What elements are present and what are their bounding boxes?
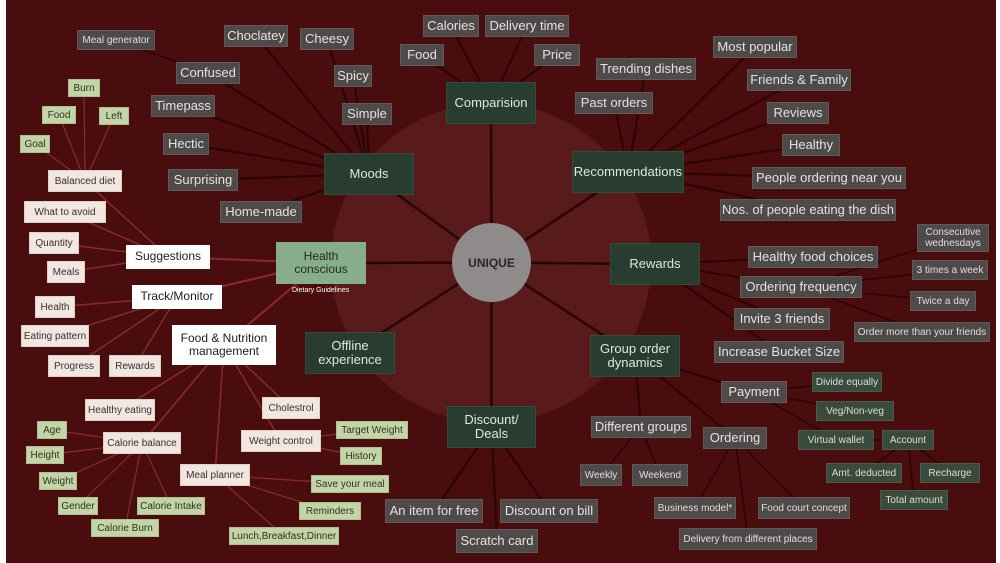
discount-bill[interactable]: Discount on bill xyxy=(500,499,598,523)
reward-three-times[interactable]: 3 times a week xyxy=(912,260,988,280)
mood-timepass[interactable]: Timepass xyxy=(151,95,215,117)
hub-health-conscious[interactable]: Health conscious xyxy=(276,242,366,284)
discount-scratch-card[interactable]: Scratch card xyxy=(456,529,538,553)
hub-group-order[interactable]: Group order dynamics xyxy=(590,335,680,377)
reward-more-than-friends[interactable]: Order more than your friends xyxy=(854,322,990,342)
mood-home-made[interactable]: Home-made xyxy=(220,201,302,223)
compare-calories[interactable]: Calories xyxy=(423,15,479,37)
group-different-groups[interactable]: Different groups xyxy=(591,416,691,438)
mood-choclatey[interactable]: Choclatey xyxy=(224,25,288,47)
group-delivery-places[interactable]: Delivery from different places xyxy=(679,528,817,550)
connector-health-suggestions-health-balanced-diet xyxy=(84,180,169,258)
reward-twice[interactable]: Twice a day xyxy=(910,291,976,311)
health-history[interactable]: History xyxy=(340,447,382,465)
dietary-guidelines-label: Dietary Guidelines xyxy=(292,287,350,294)
health-calorie-burn[interactable]: Calorie Burn xyxy=(91,519,159,537)
rec-past-orders[interactable]: Past orders xyxy=(575,92,653,114)
mood-cheesy[interactable]: Cheesy xyxy=(300,28,354,50)
discount-item-free[interactable]: An item for free xyxy=(385,499,483,523)
health-gender[interactable]: Gender xyxy=(58,497,98,515)
group-total-amount[interactable]: Total amount xyxy=(880,490,948,510)
health-meal-planner[interactable]: Meal planner xyxy=(180,464,250,486)
rec-friends[interactable]: Friends & Family xyxy=(747,69,851,91)
rec-trending[interactable]: Trending dishes xyxy=(596,58,696,80)
connector-health-food-nutrition-health-meal-planner xyxy=(214,344,225,476)
compare-food[interactable]: Food xyxy=(400,44,444,66)
health-weight[interactable]: Weight xyxy=(39,472,77,490)
rec-healthy[interactable]: Healthy xyxy=(782,134,840,156)
health-height[interactable]: Height xyxy=(26,446,64,464)
connector-hub-moods-mood-choclatey xyxy=(255,35,370,175)
health-progress[interactable]: Progress xyxy=(48,355,100,377)
connector-group-ordering-group-business-model xyxy=(694,437,736,509)
group-amt-deducted[interactable]: Amt. deducted xyxy=(826,463,902,483)
group-food-court[interactable]: Food court concept xyxy=(758,497,850,519)
health-rewards[interactable]: Rewards xyxy=(109,355,161,377)
group-ordering[interactable]: Ordering xyxy=(703,427,767,449)
connector-group-ordering-group-food-court xyxy=(734,437,805,509)
center-node-unique[interactable]: UNIQUE xyxy=(452,223,531,302)
mood-confused[interactable]: Confused xyxy=(176,62,240,84)
connector-group-ordering-group-delivery-places xyxy=(734,437,749,540)
group-veg[interactable]: Veg/Non-veg xyxy=(816,401,894,421)
compare-delivery-time[interactable]: Delivery time xyxy=(485,15,569,37)
rec-reviews[interactable]: Reviews xyxy=(767,102,829,124)
health-meals[interactable]: Meals xyxy=(47,261,85,283)
health-what-avoid[interactable]: What to avoid xyxy=(24,201,106,223)
mood-spicy[interactable]: Spicy xyxy=(334,65,372,87)
health-save-meal[interactable]: Save your meal xyxy=(311,475,389,493)
health-burn[interactable]: Burn xyxy=(68,79,100,97)
health-health-item[interactable]: Health xyxy=(35,296,75,318)
health-cholestrol[interactable]: Cholestrol xyxy=(262,397,320,419)
health-suggestions[interactable]: Suggestions xyxy=(126,245,210,269)
mood-meal-generator[interactable]: Meal generator xyxy=(77,30,155,50)
health-target-weight[interactable]: Target Weight xyxy=(336,421,408,439)
hub-offline[interactable]: Offline experience xyxy=(305,332,395,374)
connector-health-calorie-balance-health-calorie-burn xyxy=(124,442,143,529)
health-calorie-balance[interactable]: Calorie balance xyxy=(103,432,181,454)
reward-ordering-frequency[interactable]: Ordering frequency xyxy=(740,276,862,298)
hub-discount[interactable]: Discount/ Deals xyxy=(447,406,536,448)
reward-healthy-choices[interactable]: Healthy food choices xyxy=(748,246,878,268)
health-reminders[interactable]: Reminders xyxy=(299,502,361,520)
group-weekend[interactable]: Weekend xyxy=(632,464,688,486)
group-weekly[interactable]: Weekly xyxy=(580,464,622,486)
health-food[interactable]: Food xyxy=(42,106,76,124)
mind-map-canvas: UNIQUE Moods Comparision Recommendations… xyxy=(6,0,996,563)
mood-surprising[interactable]: Surprising xyxy=(168,169,238,191)
rec-most-popular[interactable]: Most popular xyxy=(713,36,797,58)
health-food-nutrition[interactable]: Food & Nutrition management xyxy=(172,325,276,365)
health-weight-control[interactable]: Weight control xyxy=(241,430,321,452)
health-calorie-intake[interactable]: Calorie Intake xyxy=(137,497,205,515)
hub-rewards[interactable]: Rewards xyxy=(610,243,700,285)
reward-consecutive[interactable]: Consecutive wednesdays xyxy=(917,224,989,252)
group-business-model[interactable]: Business model* xyxy=(654,497,736,519)
mood-simple[interactable]: Simple xyxy=(342,103,392,125)
health-left[interactable]: Left xyxy=(99,107,129,125)
hub-recommendations[interactable]: Recommendations xyxy=(572,151,684,193)
rec-nos-people[interactable]: Nos. of people eating the dish xyxy=(720,199,896,221)
health-goal[interactable]: Goal xyxy=(20,135,50,153)
health-lunch[interactable]: Lunch,Breakfast,Dinner xyxy=(229,527,339,545)
health-eating-pattern[interactable]: Eating pattern xyxy=(21,325,89,347)
group-account[interactable]: Account xyxy=(882,430,934,450)
group-recharge[interactable]: Recharge xyxy=(920,463,980,483)
group-virtual-wallet[interactable]: Virtual wallet xyxy=(798,430,874,450)
connector-health-balanced-diet-health-burn xyxy=(83,87,86,182)
health-track-monitor[interactable]: Track/Monitor xyxy=(132,285,222,309)
reward-bucket[interactable]: Increase Bucket Size xyxy=(714,341,844,363)
health-age[interactable]: Age xyxy=(37,421,67,439)
hub-moods[interactable]: Moods xyxy=(324,153,414,195)
health-healthy-eating[interactable]: Healthy eating xyxy=(85,399,155,421)
group-payment[interactable]: Payment xyxy=(721,381,787,403)
compare-price[interactable]: Price xyxy=(534,44,580,66)
health-quantity[interactable]: Quantity xyxy=(29,232,79,254)
group-divide[interactable]: Divide equally xyxy=(812,372,882,392)
mood-hectic[interactable]: Hectic xyxy=(163,133,209,155)
rec-people-near[interactable]: People ordering near you xyxy=(752,167,906,189)
health-balanced-diet[interactable]: Balanced diet xyxy=(48,170,122,192)
hub-comparision[interactable]: Comparision xyxy=(446,82,536,124)
reward-invite[interactable]: Invite 3 friends xyxy=(734,308,830,330)
